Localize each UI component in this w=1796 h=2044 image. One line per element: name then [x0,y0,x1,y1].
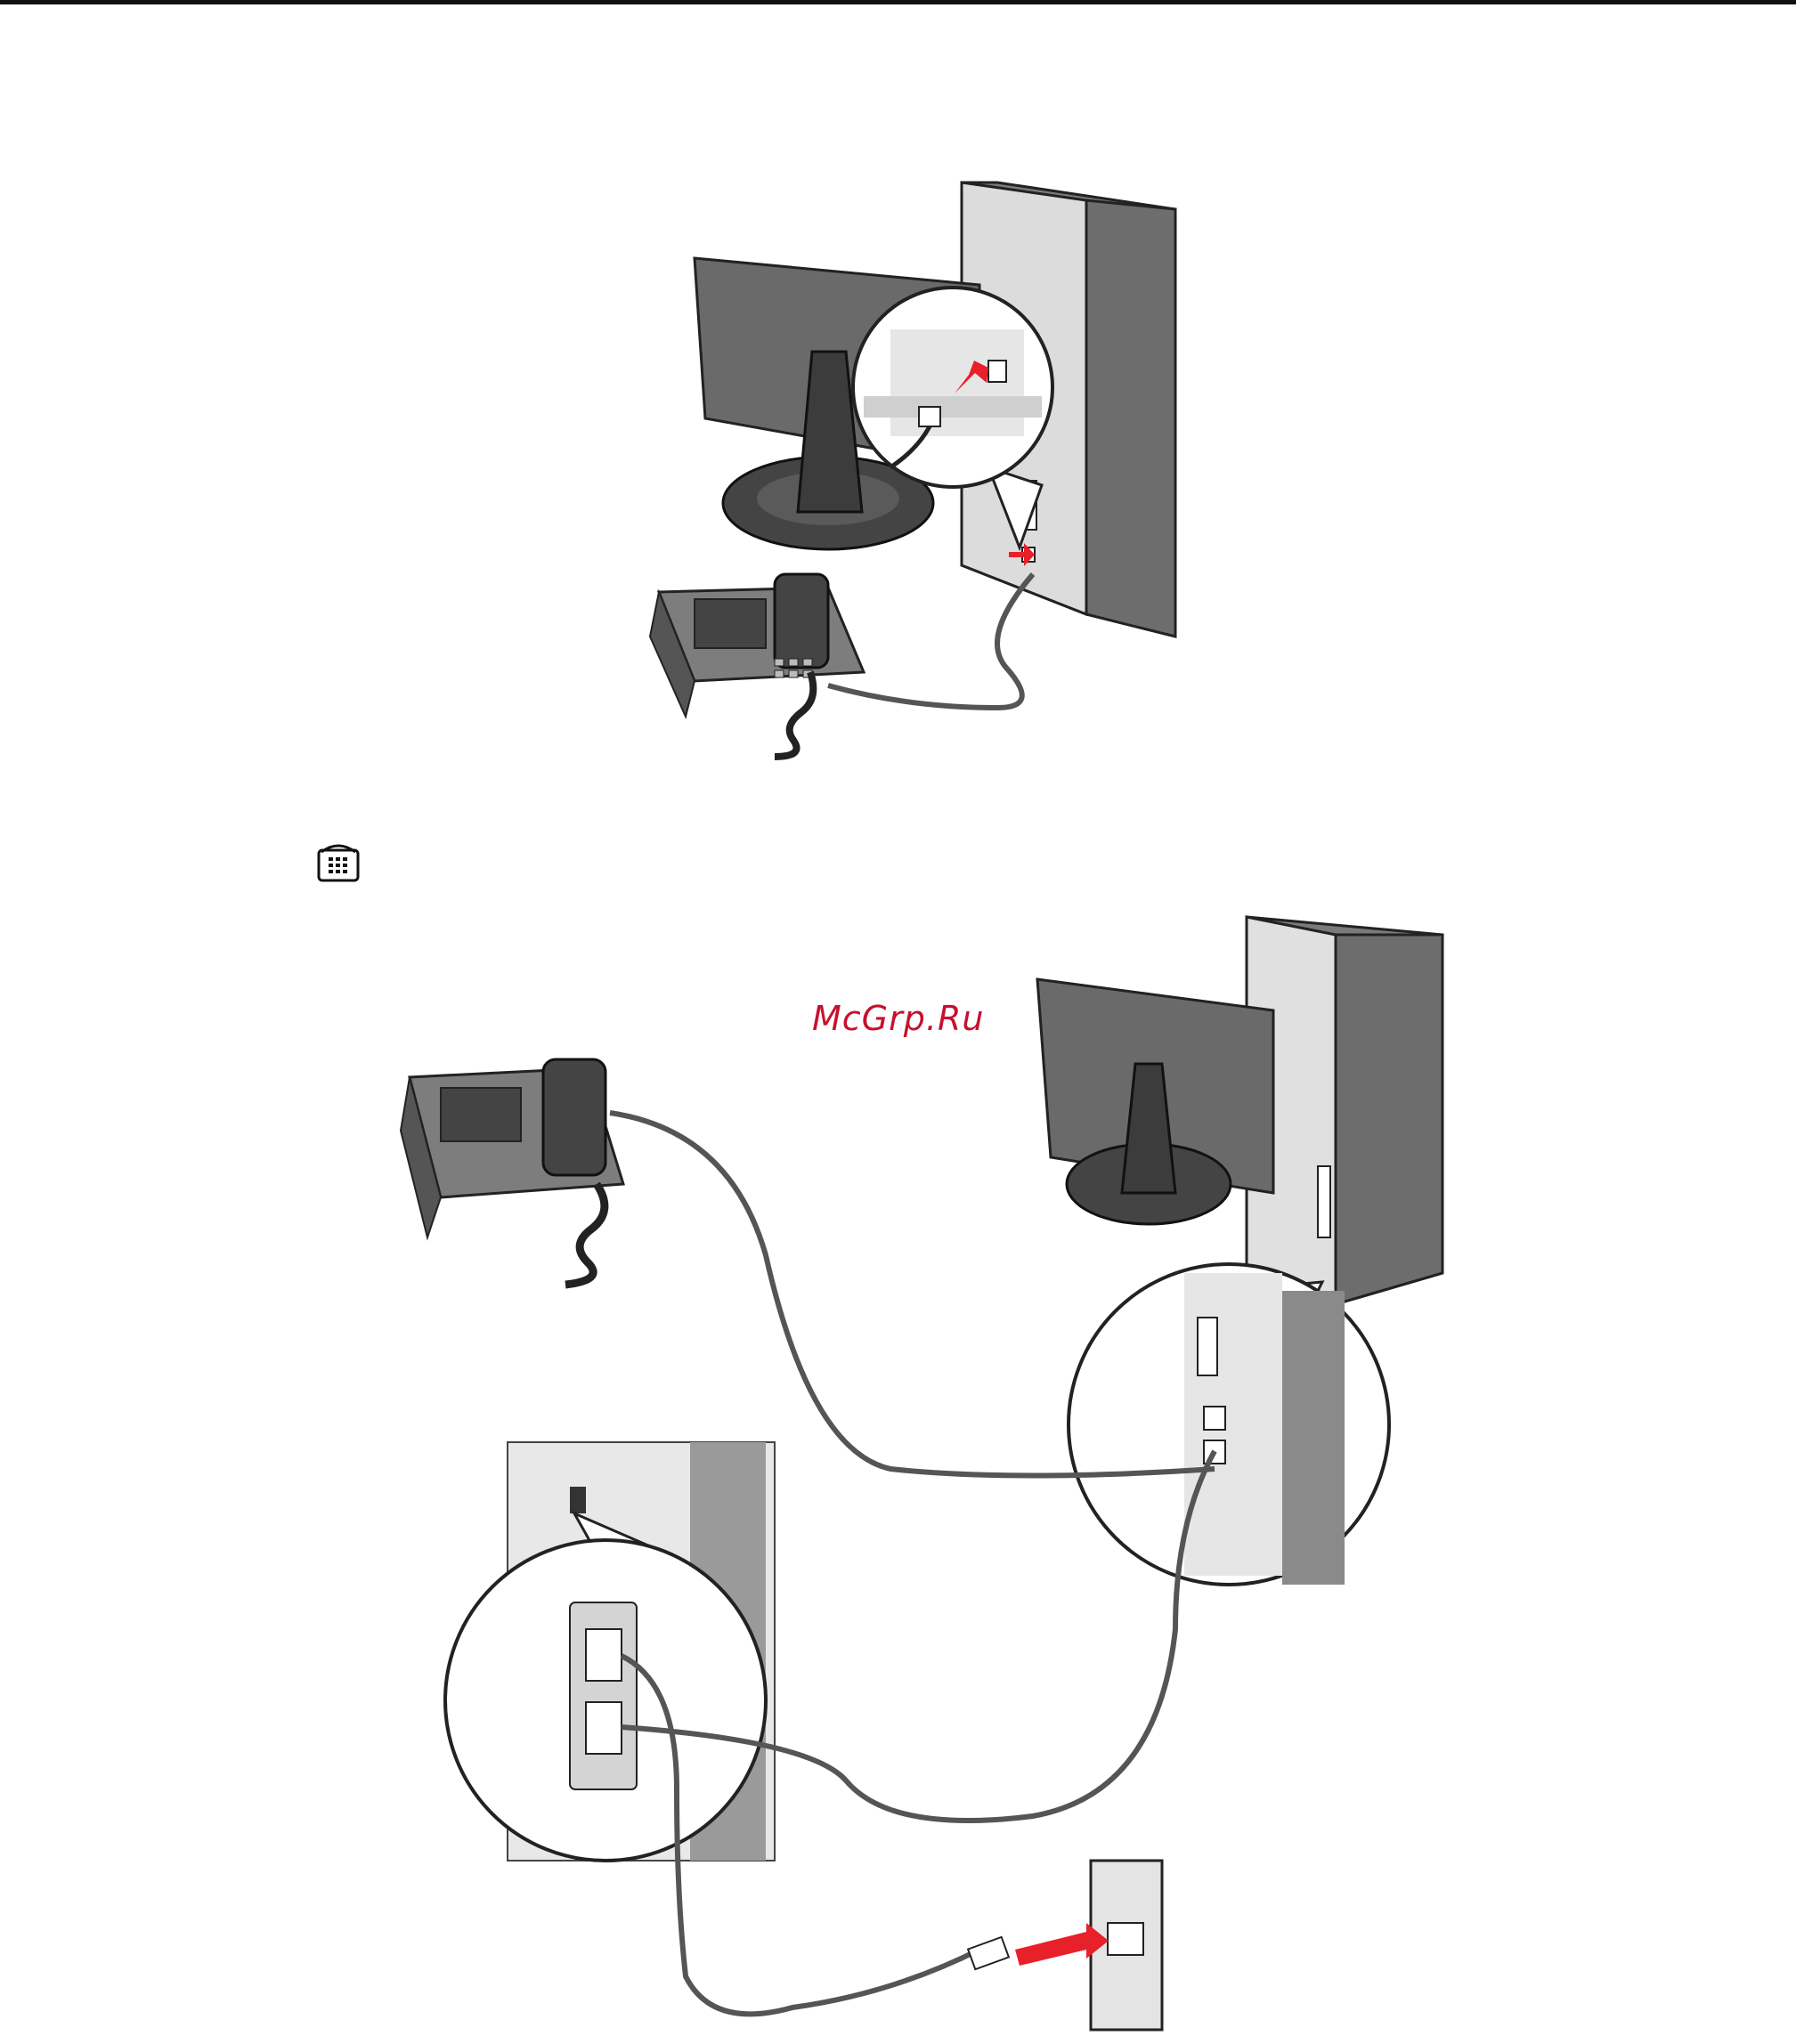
telephone-symbol-icon [316,840,361,884]
figure-phone-to-computer [623,174,1247,779]
wall-jack-icon [968,1861,1162,2030]
figure-phone-computer-printer-wall [392,899,1478,2044]
desk-phone-icon [401,1059,623,1285]
page-top-rule [0,0,1796,4]
desk-phone-icon [650,574,864,757]
computer-tower-icon [1247,917,1442,1304]
callout-magnifier [1069,1264,1389,1585]
monitor-icon [1037,979,1273,1224]
phone-cable [828,574,1033,708]
